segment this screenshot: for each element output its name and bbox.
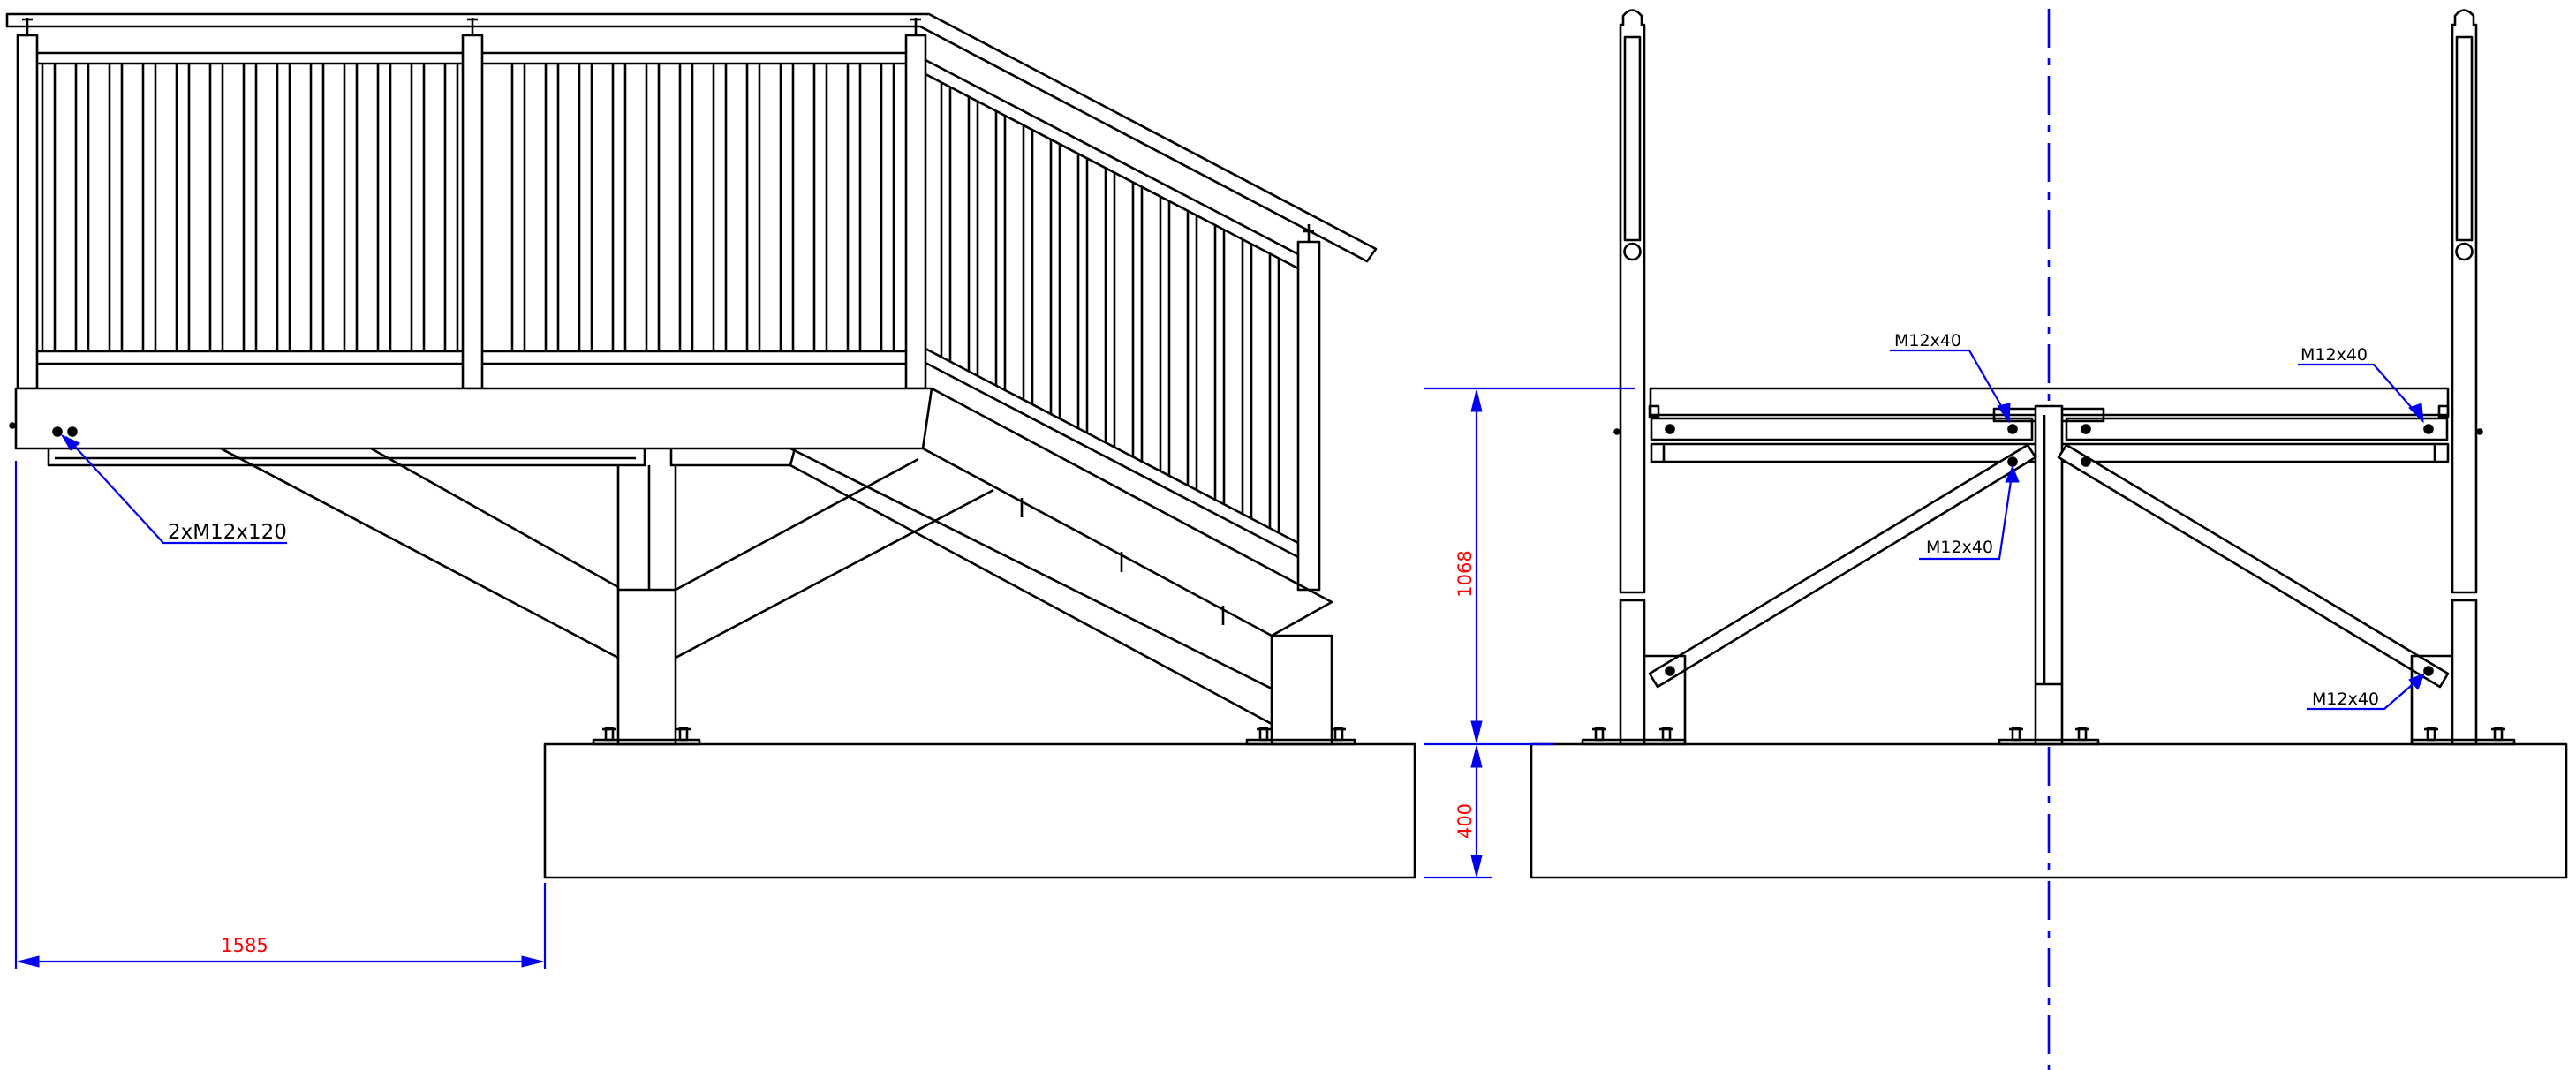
front-brace-right <box>2057 443 2450 689</box>
side-bolt-end <box>9 422 16 429</box>
dimension-width: 1585 <box>14 461 547 969</box>
side-post-1 <box>16 34 39 390</box>
front-deck-beam-left <box>1650 417 2034 441</box>
side-stair-stringer <box>922 387 1333 637</box>
side-post-4 <box>1296 240 1321 592</box>
side-post-3 <box>904 34 927 390</box>
side-diagonal-braces <box>220 447 1273 726</box>
side-elevation: 2xM12x120 1585 <box>5 12 1416 969</box>
callout-top-right-label: M12x40 <box>2300 345 2368 365</box>
front-bolts <box>1665 424 2434 676</box>
callout-center: M12x40 <box>1919 464 2020 561</box>
side-foundation-block <box>543 742 1416 879</box>
side-post-caps <box>22 18 1314 242</box>
side-column-main <box>616 588 677 746</box>
callout-side-bolts-label: 2xM12x120 <box>168 521 287 544</box>
front-elevation: M12x40 M12x40 M12x40 M12x40 1068 <box>1424 9 2568 1070</box>
side-deck-joist <box>669 448 797 467</box>
callout-side-bolts: 2xM12x120 <box>60 433 287 545</box>
dimension-width-label: 1585 <box>221 935 268 956</box>
callout-center-label: M12x40 <box>1926 538 1993 557</box>
side-post-2 <box>461 34 484 390</box>
dimension-foundation: 400 <box>1424 745 1492 879</box>
callout-top-left-label: M12x40 <box>1894 331 1961 350</box>
side-balusters <box>41 64 1280 533</box>
side-platform-deck <box>14 387 933 450</box>
front-post-right <box>2451 9 2478 746</box>
callout-top-left: M12x40 <box>1890 331 2011 424</box>
side-bolt-2 <box>67 426 78 437</box>
front-brace-left <box>1648 443 2037 689</box>
dimension-foundation-label: 400 <box>1454 803 1476 839</box>
side-column-rear <box>1270 634 1333 746</box>
side-column-upper <box>616 465 677 590</box>
front-post-left <box>1619 9 1646 746</box>
front-center-column <box>2034 404 2064 746</box>
callout-bottom-right-label: M12x40 <box>2312 689 2379 709</box>
side-base-plates <box>592 727 1356 746</box>
side-infill-rails <box>35 51 1299 559</box>
front-base-plates <box>1581 727 2516 746</box>
dimension-height-label: 1068 <box>1454 550 1476 597</box>
front-gusset-left <box>1644 654 1687 744</box>
side-bolt-1 <box>52 426 63 437</box>
front-gusset-right <box>2410 654 2452 744</box>
front-deck-beam-right <box>2065 417 2449 441</box>
callout-top-right: M12x40 <box>2298 345 2424 424</box>
callout-bottom-right: M12x40 <box>2307 673 2425 711</box>
side-top-handrail-sloped <box>919 12 1378 263</box>
side-deck-frame <box>47 448 646 467</box>
dimension-height: 1068 <box>1424 387 1635 746</box>
